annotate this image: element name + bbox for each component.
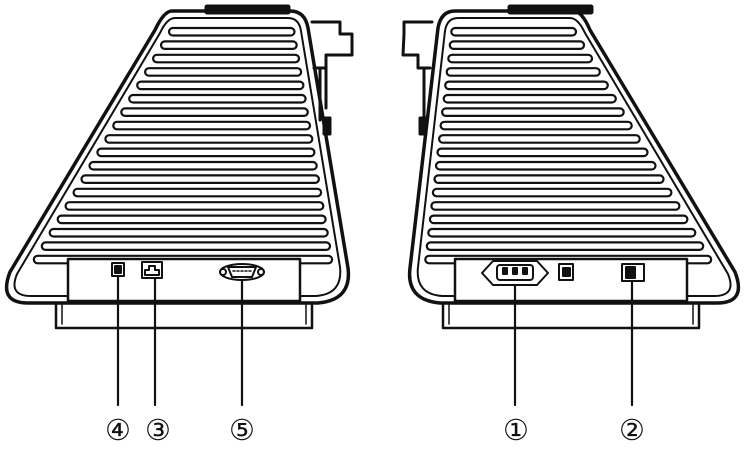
vent-slot [159, 40, 298, 51]
base-plate [441, 301, 701, 330]
vent-slot [152, 53, 301, 64]
vent-slot [88, 160, 318, 171]
vent-slot [112, 120, 312, 131]
callout-3: ③ [145, 413, 171, 447]
vent-slot [436, 147, 649, 158]
vent-slot [441, 107, 625, 118]
body-outer [4, 9, 351, 305]
vent-slot [428, 214, 689, 225]
vent-slot [431, 187, 673, 198]
power-switch-icon [621, 263, 645, 282]
vent-slot [120, 107, 309, 118]
body-inner [13, 17, 342, 297]
vent-slot [450, 26, 578, 37]
vent-slot [136, 80, 305, 91]
vent-slot [434, 160, 657, 171]
vent-slot [430, 201, 681, 211]
left-side-view [4, 4, 354, 407]
vent-slots [424, 26, 713, 265]
callout-5: ⑤ [229, 413, 255, 447]
vent-slot [448, 40, 586, 51]
vent-slot [439, 120, 633, 131]
callout-2: ② [619, 413, 645, 447]
vent-slot [64, 201, 325, 211]
vent-slot [425, 241, 705, 251]
db9-serial-port-icon [219, 263, 265, 281]
vent-slot [40, 241, 332, 251]
vent-slot [445, 67, 601, 77]
usb-b-port-icon [111, 262, 125, 277]
callout-1: ① [503, 413, 529, 447]
right-side-view [401, 4, 741, 407]
rj11-port-icon [141, 261, 163, 279]
vent-slot [72, 187, 323, 198]
vent-slot [96, 147, 316, 158]
side-connector [401, 20, 434, 136]
vent-slot [444, 80, 609, 91]
port-panel [66, 257, 302, 303]
vent-slot [104, 134, 314, 144]
vent-slot [144, 67, 303, 77]
vent-slot [433, 174, 665, 184]
dip-switch-icon [558, 263, 574, 281]
base-plate [54, 301, 314, 330]
vent-slot [56, 214, 327, 225]
vent-slot [447, 53, 594, 64]
callout-4: ④ [105, 413, 131, 447]
vent-slot [48, 227, 329, 238]
ac-power-inlet-icon [481, 260, 549, 286]
body-inner [416, 17, 732, 297]
vent-slot [80, 174, 320, 184]
vent-slots [32, 26, 334, 265]
vent-slot [167, 26, 296, 37]
body-outer [407, 9, 741, 305]
vent-slot [128, 93, 307, 104]
vent-slot [438, 134, 641, 144]
vent-slot [442, 93, 617, 104]
vent-slot [427, 227, 697, 238]
